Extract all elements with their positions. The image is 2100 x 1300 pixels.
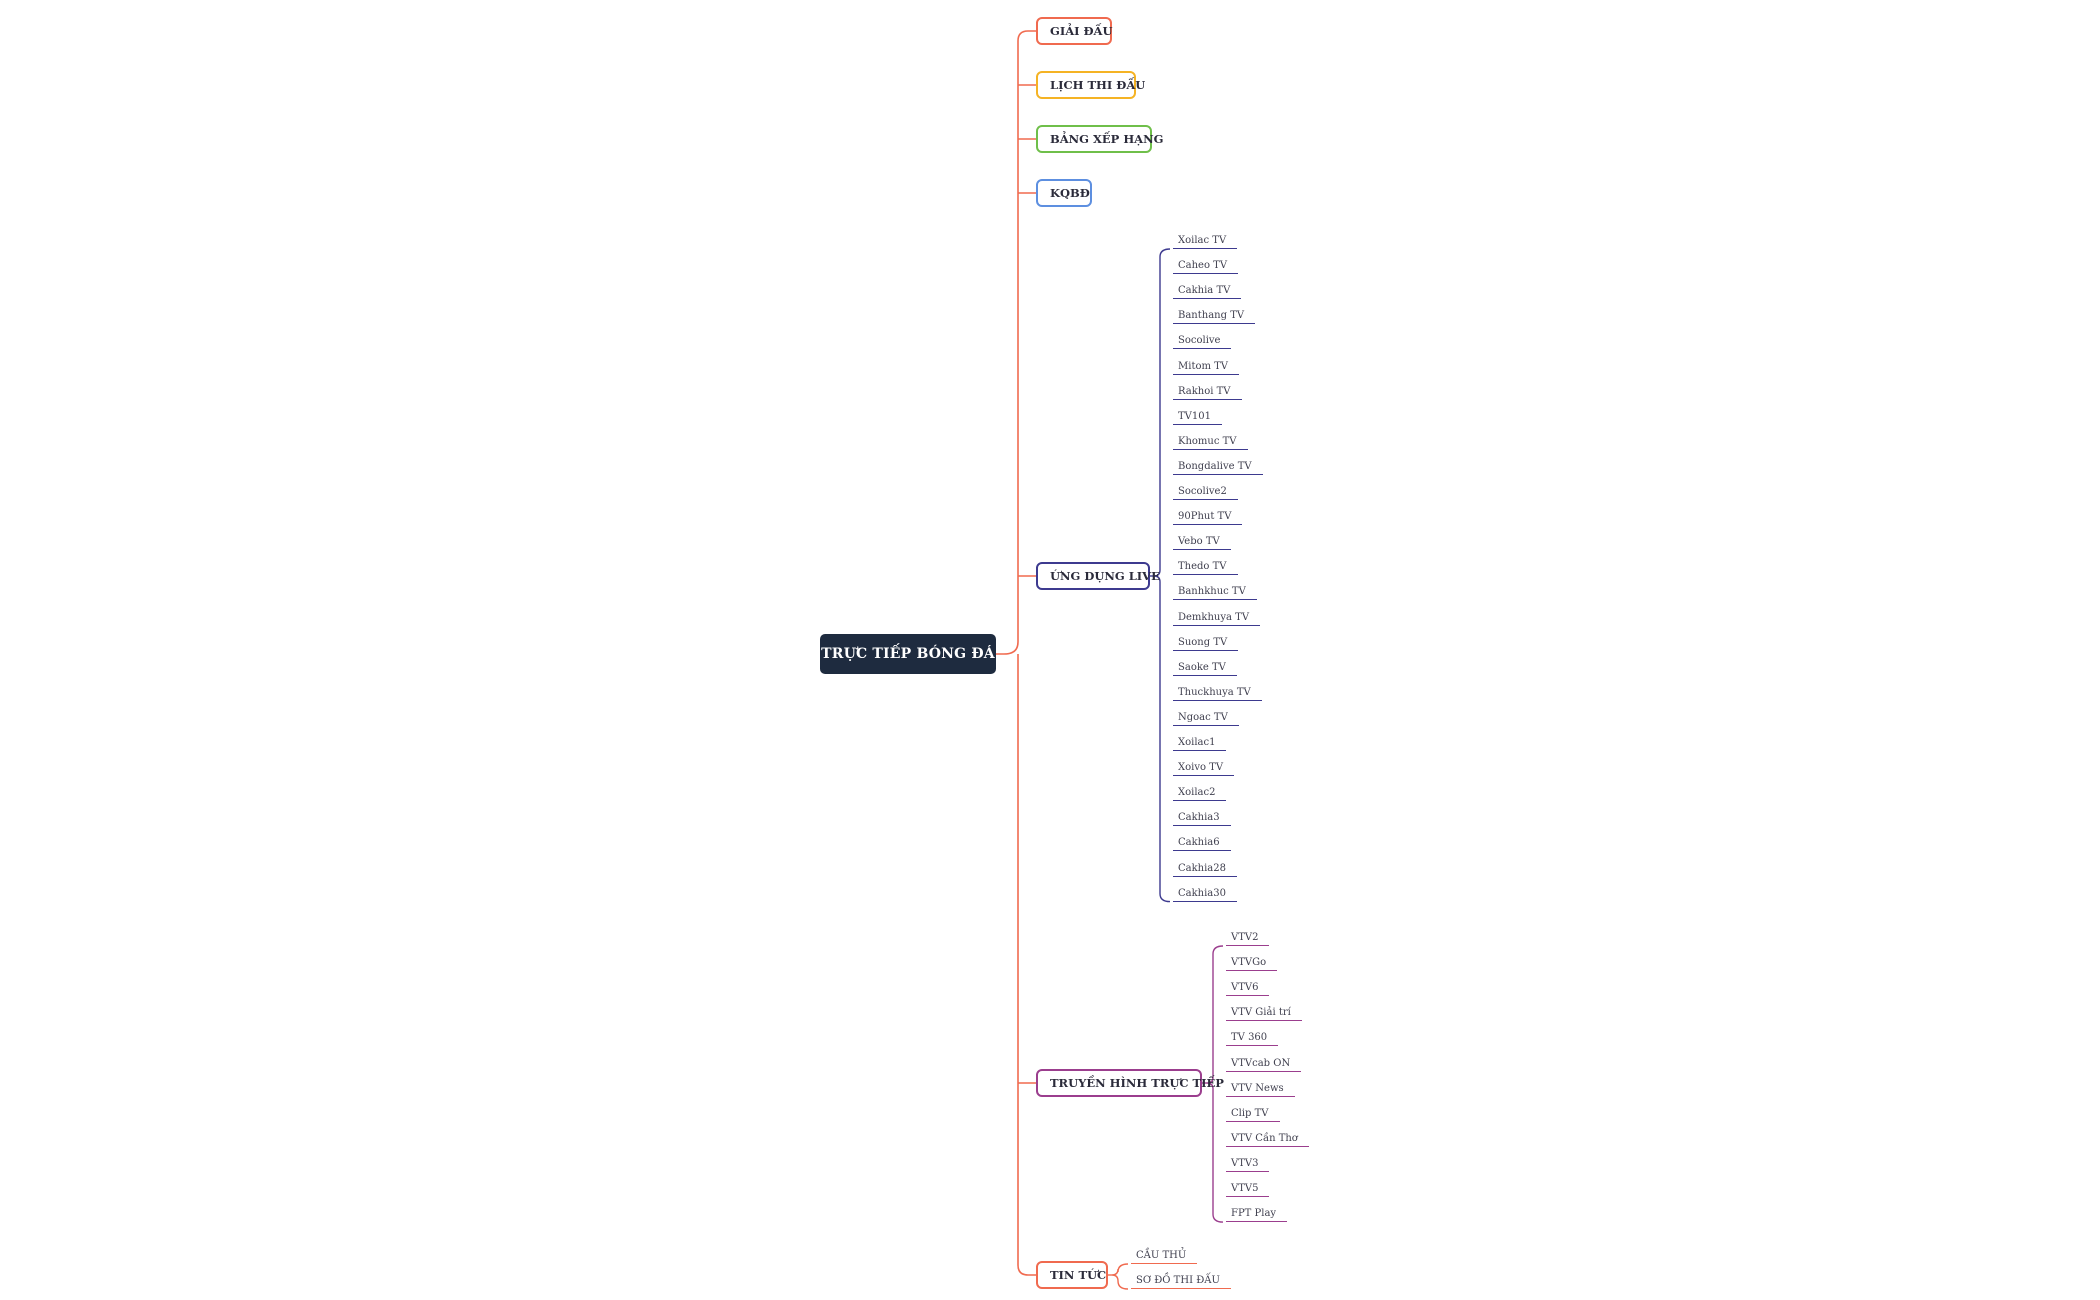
topic-ung-dung-live[interactable]: ỨNG DỤNG LIVE <box>1036 562 1160 590</box>
leaf-truyen-hinh-truc-tiep[interactable]: FPT Play <box>1226 1202 1287 1223</box>
leaf-ung-dung-live[interactable]: Thedo TV <box>1173 555 1238 576</box>
leaf-ung-dung-live[interactable]: Xoilac1 <box>1173 731 1226 751</box>
sub-brace-ung-dung-live <box>1153 248 1171 903</box>
sub-brace-truyen-hinh-truc-tiep <box>1206 945 1224 1223</box>
leaf-ung-dung-live[interactable]: Socolive2 <box>1173 480 1238 500</box>
main-brace-upper <box>996 30 1036 655</box>
leaf-ung-dung-live[interactable]: Xoivo TV <box>1173 756 1234 777</box>
leaf-ung-dung-live[interactable]: Banhkhuc TV <box>1173 580 1257 601</box>
topic-truyen-hinh-truc-tiep[interactable]: TRUYỀN HÌNH TRỰC TIẾP <box>1036 1069 1224 1097</box>
leaf-truyen-hinh-truc-tiep[interactable]: VTV5 <box>1226 1177 1269 1197</box>
leaf-ung-dung-live[interactable]: Ngoac TV <box>1173 706 1239 726</box>
sub-brace-tin-tuc <box>1111 1263 1129 1290</box>
main-brace-lower <box>1017 654 1036 1276</box>
leaf-ung-dung-live[interactable]: Cakhia6 <box>1173 831 1231 852</box>
topic-tin-tuc[interactable]: TIN TỨC <box>1036 1261 1108 1289</box>
leaf-ung-dung-live[interactable]: Thuckhuya TV <box>1173 681 1262 701</box>
leaf-ung-dung-live[interactable]: Saoke TV <box>1173 656 1237 676</box>
leaf-truyen-hinh-truc-tiep[interactable]: VTV News <box>1226 1077 1295 1097</box>
leaf-ung-dung-live[interactable]: Mitom TV <box>1173 355 1239 375</box>
leaf-ung-dung-live[interactable]: Rakhoi TV <box>1173 380 1242 400</box>
leaf-ung-dung-live[interactable]: Caheo TV <box>1173 254 1238 275</box>
topic-kqbd[interactable]: KQBĐ <box>1036 179 1092 207</box>
leaf-ung-dung-live[interactable]: Socolive <box>1173 329 1231 350</box>
leaf-truyen-hinh-truc-tiep[interactable]: VTV3 <box>1226 1152 1269 1172</box>
leaf-ung-dung-live[interactable]: Suong TV <box>1173 631 1238 651</box>
leaf-truyen-hinh-truc-tiep[interactable]: VTV Giải trí <box>1226 1001 1302 1022</box>
topic-lich-thi-dau[interactable]: LỊCH THI ĐẤU <box>1036 71 1145 99</box>
central-topic[interactable]: TRỰC TIẾP BÓNG ĐÁ <box>820 634 996 674</box>
topic-giai-dau[interactable]: GIẢI ĐẤU <box>1036 17 1113 45</box>
leaf-truyen-hinh-truc-tiep[interactable]: Clip TV <box>1226 1102 1280 1122</box>
topic-bang-xep-hang[interactable]: BẢNG XẾP HẠNG <box>1036 125 1163 153</box>
leaf-ung-dung-live[interactable]: TV101 <box>1173 405 1222 425</box>
leaf-ung-dung-live[interactable]: Vebo TV <box>1173 530 1231 551</box>
leaf-truyen-hinh-truc-tiep[interactable]: VTV2 <box>1226 926 1269 946</box>
leaf-truyen-hinh-truc-tiep[interactable]: VTV Cần Thơ <box>1226 1127 1309 1147</box>
leaf-ung-dung-live[interactable]: Cakhia3 <box>1173 806 1231 827</box>
leaf-truyen-hinh-truc-tiep[interactable]: TV 360 <box>1226 1026 1278 1047</box>
leaf-ung-dung-live[interactable]: 90Phut TV <box>1173 505 1242 526</box>
leaf-ung-dung-live[interactable]: Banthang TV <box>1173 304 1255 325</box>
leaf-tin-tuc[interactable]: CẦU THỦ <box>1131 1244 1197 1264</box>
leaf-ung-dung-live[interactable]: Khomuc TV <box>1173 430 1248 450</box>
leaf-tin-tuc[interactable]: SƠ ĐỒ THI ĐẤU <box>1131 1269 1231 1289</box>
leaf-truyen-hinh-truc-tiep[interactable]: VTVGo <box>1226 951 1277 972</box>
leaf-ung-dung-live[interactable]: Cakhia30 <box>1173 882 1237 902</box>
leaf-ung-dung-live[interactable]: Cakhia TV <box>1173 279 1241 300</box>
leaf-ung-dung-live[interactable]: Cakhia28 <box>1173 857 1237 877</box>
leaf-ung-dung-live[interactable]: Xoilac TV <box>1173 229 1237 249</box>
leaf-truyen-hinh-truc-tiep[interactable]: VTV6 <box>1226 976 1269 997</box>
leaf-truyen-hinh-truc-tiep[interactable]: VTVcab ON <box>1226 1052 1301 1072</box>
leaf-ung-dung-live[interactable]: Bongdalive TV <box>1173 455 1263 475</box>
leaf-ung-dung-live[interactable]: Xoilac2 <box>1173 781 1226 802</box>
leaf-ung-dung-live[interactable]: Demkhuya TV <box>1173 606 1260 626</box>
